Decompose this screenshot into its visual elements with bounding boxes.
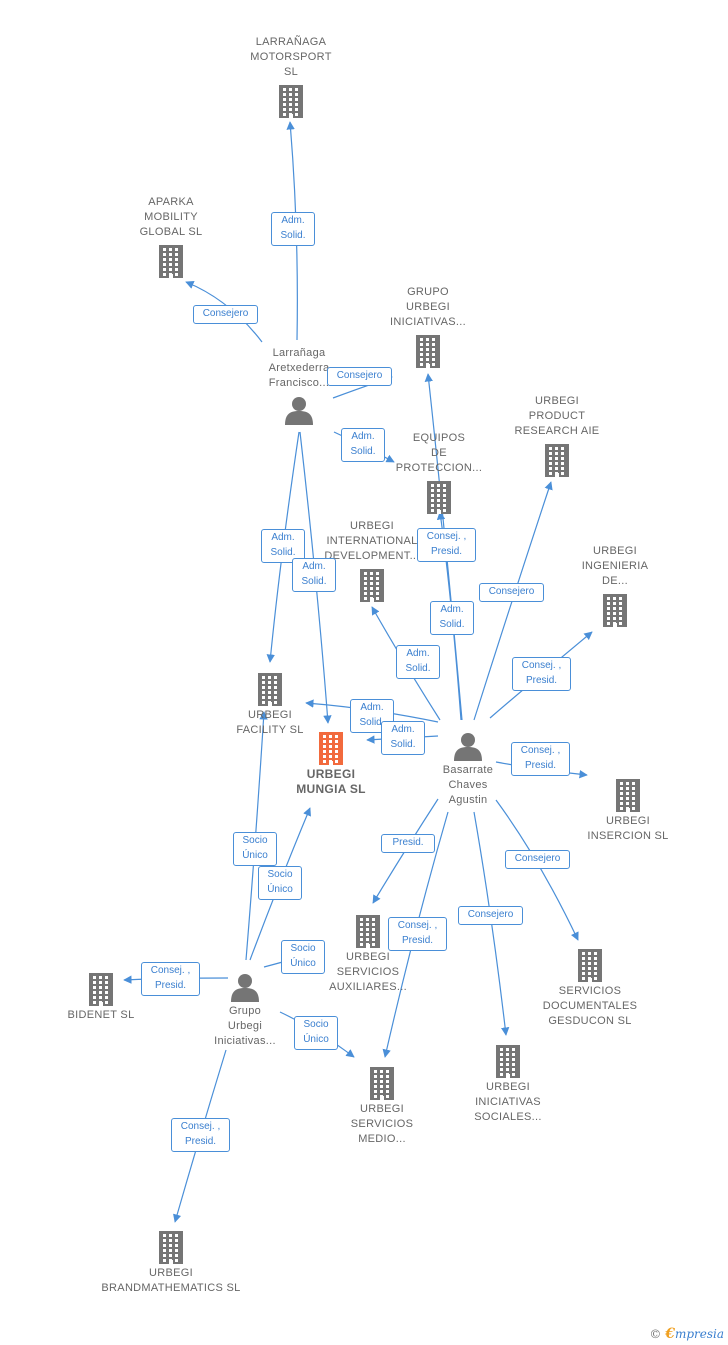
- relation-label: Consej. , Presid.: [511, 742, 570, 776]
- building-icon: [87, 972, 115, 1011]
- node-label: Basarrate Chaves Agustin: [442, 764, 494, 806]
- company-node[interactable]: URBEGI INSERCION SL: [573, 778, 683, 846]
- brand-name: mpresia: [674, 1327, 724, 1341]
- company-node[interactable]: URBEGI PRODUCT RESEARCH AIE: [502, 394, 612, 477]
- node-label: URBEGI SERVICIOS MEDIO...: [350, 1103, 414, 1145]
- building-icon: [358, 568, 386, 607]
- relation-label: Adm. Solid.: [271, 212, 315, 246]
- company-node[interactable]: LARRAÑAGA MOTORSPORT SL: [236, 35, 346, 118]
- relation-label: Consejero: [505, 850, 570, 869]
- building-icon: [368, 1066, 396, 1105]
- person-icon: [230, 972, 260, 1007]
- node-label: LARRAÑAGA MOTORSPORT SL: [250, 36, 332, 78]
- building-icon: [614, 778, 642, 817]
- company-node[interactable]: EQUIPOS DE PROTECCION...: [384, 431, 494, 514]
- node-label: Larrañaga Aretxederra Francisco...: [268, 347, 330, 389]
- relation-label: Adm. Solid.: [396, 645, 440, 679]
- person-icon: [453, 731, 483, 766]
- node-label: URBEGI SERVICIOS AUXILIARES...: [329, 951, 407, 993]
- person-icon: [284, 395, 314, 430]
- relation-label: Consej. , Presid.: [388, 917, 447, 951]
- company-node[interactable]: URBEGI INTERNATIONAL DEVELOPMENT...: [312, 519, 432, 602]
- relation-label: Consej. , Presid.: [141, 962, 200, 996]
- relation-label: Adm. Solid.: [341, 428, 385, 462]
- company-node[interactable]: GRUPO URBEGI INICIATIVAS...: [373, 285, 483, 368]
- node-label: EQUIPOS DE PROTECCION...: [395, 432, 483, 474]
- building-icon: [601, 593, 629, 632]
- node-label: URBEGI INGENIERIA DE...: [581, 545, 649, 587]
- company-node[interactable]: URBEGI FACILITY SL: [220, 672, 320, 740]
- relation-label: Socio Único: [233, 832, 277, 866]
- company-node[interactable]: URBEGI BRANDMATHEMATICS SL: [86, 1230, 256, 1298]
- relation-label: Adm. Solid.: [381, 721, 425, 755]
- relation-label: Presid.: [381, 834, 435, 853]
- building-icon: [157, 1230, 185, 1269]
- node-label: URBEGI FACILITY SL: [236, 709, 304, 736]
- company-node[interactable]: URBEGI SERVICIOS AUXILIARES...: [313, 914, 423, 997]
- copyright-symbol: ©: [649, 1327, 662, 1341]
- node-label: BIDENET SL: [67, 1009, 135, 1021]
- person-node[interactable]: Basarrate Chaves Agustin: [418, 731, 518, 810]
- node-label: URBEGI INICIATIVAS SOCIALES...: [474, 1081, 542, 1123]
- node-label: Grupo Urbegi Iniciativas...: [214, 1005, 276, 1047]
- relation-label: Consej. , Presid.: [417, 528, 476, 562]
- building-icon: [494, 1044, 522, 1083]
- relation-label: Consejero: [193, 305, 258, 324]
- node-label: GRUPO URBEGI INICIATIVAS...: [390, 286, 466, 328]
- node-label: SERVICIOS DOCUMENTALES GESDUCON SL: [542, 985, 638, 1027]
- relation-label: Consej. , Presid.: [171, 1118, 230, 1152]
- building-icon: [414, 334, 442, 373]
- relation-label: Consejero: [479, 583, 544, 602]
- relation-label: Socio Único: [281, 940, 325, 974]
- building-icon: [354, 914, 382, 953]
- relation-label: Socio Único: [294, 1016, 338, 1050]
- building-icon: [576, 948, 604, 987]
- relation-label: Adm. Solid.: [430, 601, 474, 635]
- building-icon: [425, 480, 453, 519]
- building-icon: [157, 244, 185, 283]
- person-node[interactable]: Grupo Urbegi Iniciativas...: [190, 972, 300, 1051]
- person-node[interactable]: Larrañaga Aretxederra Francisco...: [244, 346, 354, 425]
- company-node[interactable]: URBEGI INICIATIVAS SOCIALES...: [453, 1044, 563, 1127]
- company-node[interactable]: URBEGI SERVICIOS MEDIO...: [332, 1066, 432, 1149]
- building-icon: [277, 84, 305, 123]
- empresia-logo: © €mpresia: [649, 1326, 724, 1342]
- building-icon: [317, 731, 345, 770]
- node-label: URBEGI INTERNATIONAL DEVELOPMENT...: [324, 520, 420, 562]
- relation-label: Socio Único: [258, 866, 302, 900]
- company-node[interactable]: BIDENET SL: [51, 972, 151, 1025]
- relation-label: Consejero: [327, 367, 392, 386]
- relation-label: Consej. , Presid.: [512, 657, 571, 691]
- node-label: URBEGI BRANDMATHEMATICS SL: [101, 1267, 241, 1294]
- relation-label: Adm. Solid.: [292, 558, 336, 592]
- node-label: URBEGI PRODUCT RESEARCH AIE: [514, 395, 600, 437]
- node-label: APARKA MOBILITY GLOBAL SL: [139, 196, 203, 238]
- company-node[interactable]: SERVICIOS DOCUMENTALES GESDUCON SL: [530, 948, 650, 1031]
- relation-label: Consejero: [458, 906, 523, 925]
- building-icon: [256, 672, 284, 711]
- company-node[interactable]: APARKA MOBILITY GLOBAL SL: [121, 195, 221, 278]
- company-node[interactable]: URBEGI INGENIERIA DE...: [565, 544, 665, 627]
- brand-initial: €: [665, 1326, 675, 1342]
- node-label: URBEGI MUNGIA SL: [296, 767, 366, 796]
- node-label: URBEGI INSERCION SL: [587, 815, 669, 842]
- company-node[interactable]: URBEGI MUNGIA SL: [281, 731, 381, 799]
- building-icon: [543, 443, 571, 482]
- relation-label: Adm. Solid.: [261, 529, 305, 563]
